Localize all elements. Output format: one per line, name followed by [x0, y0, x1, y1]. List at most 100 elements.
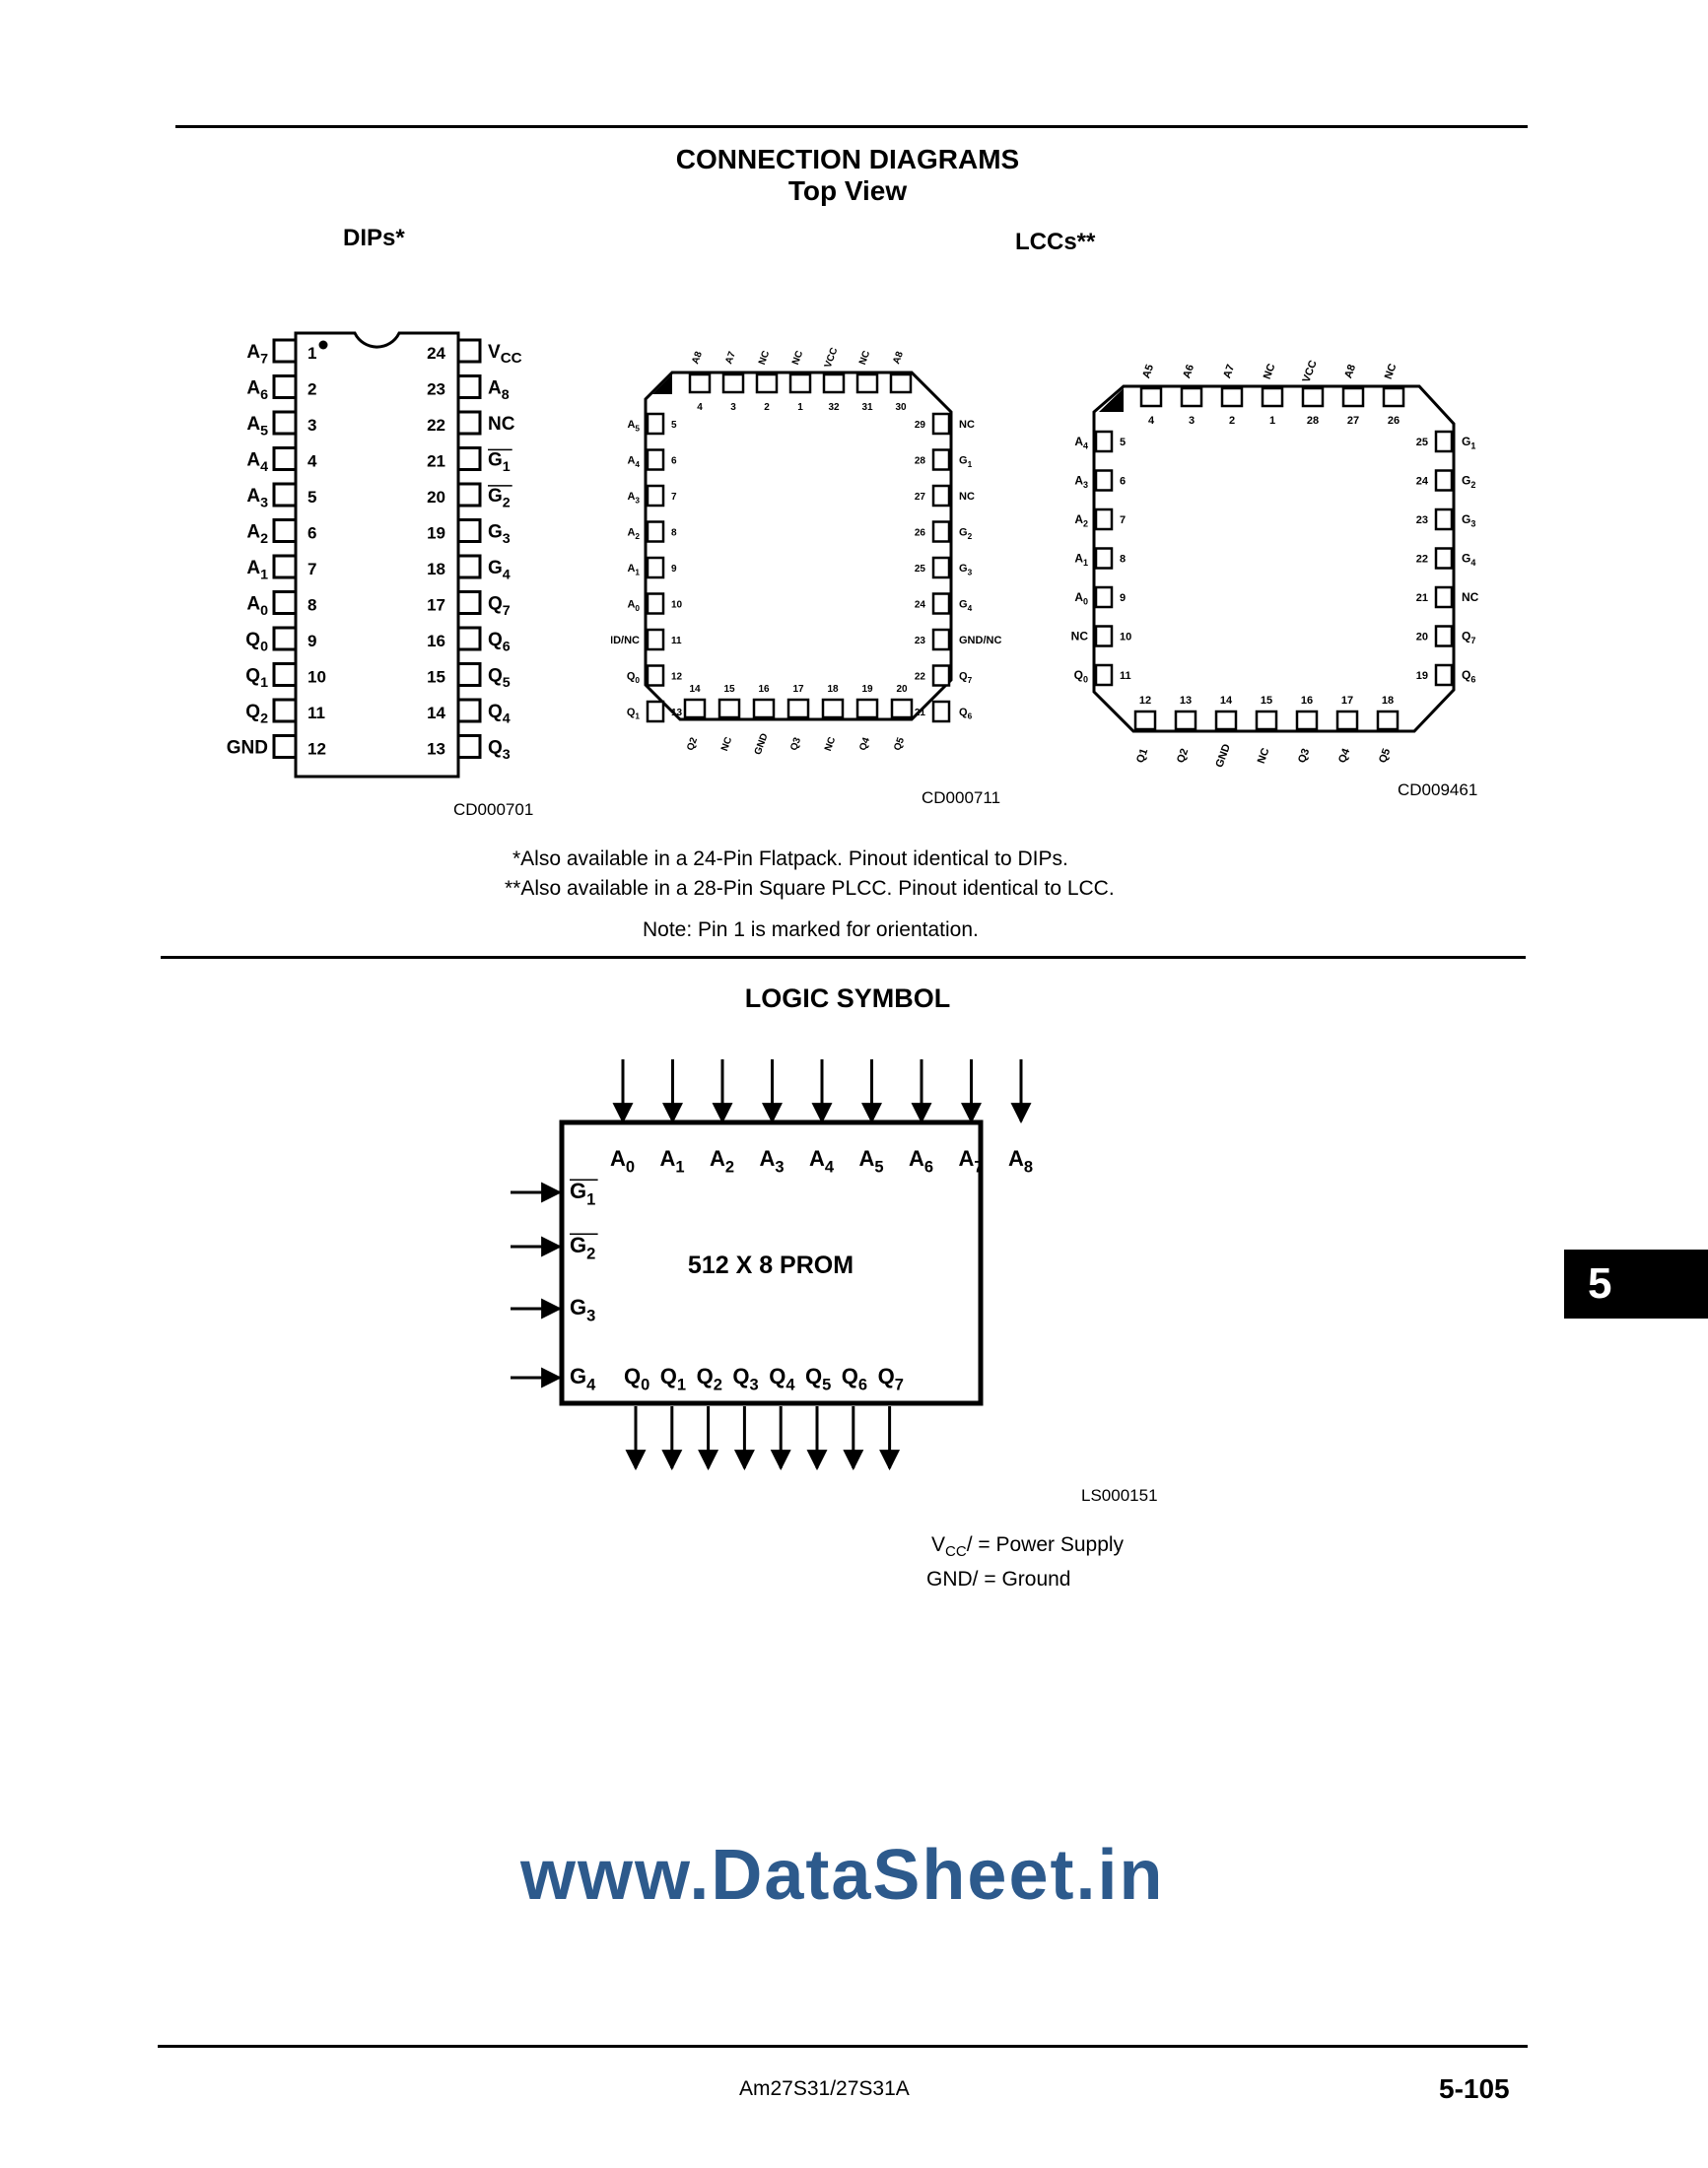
pin-label: NC — [719, 735, 734, 752]
pin-label: A0 — [1074, 590, 1088, 607]
pin-pad — [1094, 469, 1114, 492]
prom-block — [559, 1119, 984, 1406]
lcc-heading: LCCs** — [1015, 229, 1096, 255]
pin-label: A1 — [660, 1146, 685, 1177]
pin-pad — [646, 412, 665, 436]
pin-pad — [1180, 386, 1203, 408]
footer-rule — [158, 2045, 1528, 2048]
legend-gnd-symbol: GND/ — [926, 1568, 979, 1592]
pin-label: Q1 — [245, 666, 268, 692]
logic-symbol-title: LOGIC SYMBOL — [744, 983, 951, 1013]
pin-pad — [721, 373, 745, 394]
pin-pad — [456, 626, 482, 651]
pin-pad — [1434, 585, 1454, 609]
pin-label: NC — [1262, 362, 1278, 380]
pin-label: Q5 — [488, 666, 511, 692]
pin-label: Q2 — [697, 1364, 722, 1394]
device-label: 512 X 8 PROM — [688, 1252, 854, 1279]
pin-number: 14 — [427, 704, 445, 722]
pin-label: G3 — [1462, 512, 1475, 529]
pin-label: A4 — [1074, 435, 1088, 451]
pin-pad — [646, 700, 665, 723]
legend-vcc: VCC/ = Power Supply — [931, 1531, 1124, 1566]
pin-number: 27 — [915, 492, 926, 503]
pin-number: 20 — [896, 684, 908, 695]
pin-label: Q3 — [488, 738, 511, 764]
pin-label: A3 — [246, 486, 268, 511]
pin-label: A2 — [246, 522, 268, 548]
pin-label: A3 — [627, 491, 640, 505]
pin-pad — [456, 734, 482, 759]
dip-diagram: 1A72A63A54A45A36A27A18A09Q010Q111Q212GND… — [227, 331, 522, 779]
pin-pad — [931, 628, 951, 651]
pin-label: VCC — [1301, 359, 1320, 384]
pin-label: A2 — [1074, 512, 1088, 529]
pin-label: Q1 — [660, 1364, 686, 1394]
pin-pad — [1434, 469, 1454, 492]
pin-label: VCC — [488, 342, 522, 367]
pin-pad — [931, 412, 951, 436]
pin-number: 4 — [1148, 415, 1155, 427]
pin-label: Q5 — [805, 1364, 831, 1394]
orientation-note: Note: Pin 1 is marked for orientation. — [643, 918, 979, 941]
pin-pad — [931, 448, 951, 471]
pin-label: A8 — [891, 350, 906, 366]
pin-number: 22 — [1416, 554, 1428, 566]
pin-pad — [755, 373, 779, 394]
pin-pad — [1301, 386, 1325, 408]
section-title: CONNECTION DIAGRAMS — [675, 144, 1020, 174]
pin-label: Q6 — [1462, 668, 1475, 685]
pin-label: NC — [823, 735, 838, 752]
pin-number: 3 — [1189, 415, 1195, 427]
pin-number: 25 — [915, 564, 926, 575]
section-divider — [161, 956, 1526, 959]
pin-label: G1 — [1462, 435, 1475, 451]
pin-number: 14 — [689, 684, 701, 695]
pin-label: G2 — [959, 527, 973, 541]
pin-label: A8 — [690, 350, 705, 366]
pin-pad — [1434, 547, 1454, 570]
pin-label: A6 — [1181, 363, 1196, 379]
legend-gnd-meaning: = Ground — [984, 1568, 1071, 1592]
pin-pad — [456, 518, 482, 543]
pin-label: A3 — [1074, 474, 1088, 491]
pin-number: 23 — [427, 380, 445, 399]
pin-number: 24 — [1416, 476, 1429, 488]
pin-number: 11 — [671, 636, 682, 646]
pin-pad — [1376, 710, 1400, 731]
pin-label: NC — [790, 349, 805, 366]
pin-pad — [456, 482, 482, 508]
pin-number: 13 — [1180, 695, 1192, 707]
pin-label: NC — [959, 491, 975, 503]
pin-pad — [272, 626, 298, 651]
legend-gnd: GND/ = Ground — [926, 1566, 1124, 1593]
pin-label: A1 — [627, 563, 640, 576]
pin-number: 3 — [307, 416, 316, 435]
pin-pad — [646, 448, 665, 471]
pin-pad — [272, 446, 298, 471]
pin-label: G3 — [488, 522, 511, 548]
pin-label: G4 — [1462, 552, 1475, 569]
watermark-link[interactable]: www.DataSheet.in — [520, 1836, 1165, 1915]
pin-label: Q4 — [769, 1364, 795, 1394]
pin-pad — [1434, 430, 1454, 453]
pin-label: GND/NC — [959, 635, 1001, 646]
pin-number: 7 — [1120, 514, 1126, 526]
pin-label: NC — [757, 349, 772, 366]
pin-number: 17 — [1341, 695, 1353, 707]
pin-number: 9 — [671, 564, 677, 575]
pin-pad — [272, 734, 298, 759]
pin-number: 7 — [307, 560, 316, 578]
pin-label: NC — [1462, 590, 1479, 604]
pin-pad — [272, 518, 298, 543]
pin-number: 6 — [671, 456, 677, 467]
dip-code: CD000701 — [453, 800, 534, 819]
pin-number: 12 — [307, 740, 326, 759]
pin-pad — [931, 592, 951, 615]
pin-label: A2 — [627, 527, 640, 541]
pin-label: NC — [1071, 630, 1089, 644]
legend: VCC/ = Power Supply GND/ = Ground — [926, 1531, 1124, 1593]
pin-number: 16 — [1301, 695, 1313, 707]
pin-label: G2 — [1462, 474, 1475, 491]
legend-vcc-meaning: = Power Supply — [978, 1533, 1125, 1556]
